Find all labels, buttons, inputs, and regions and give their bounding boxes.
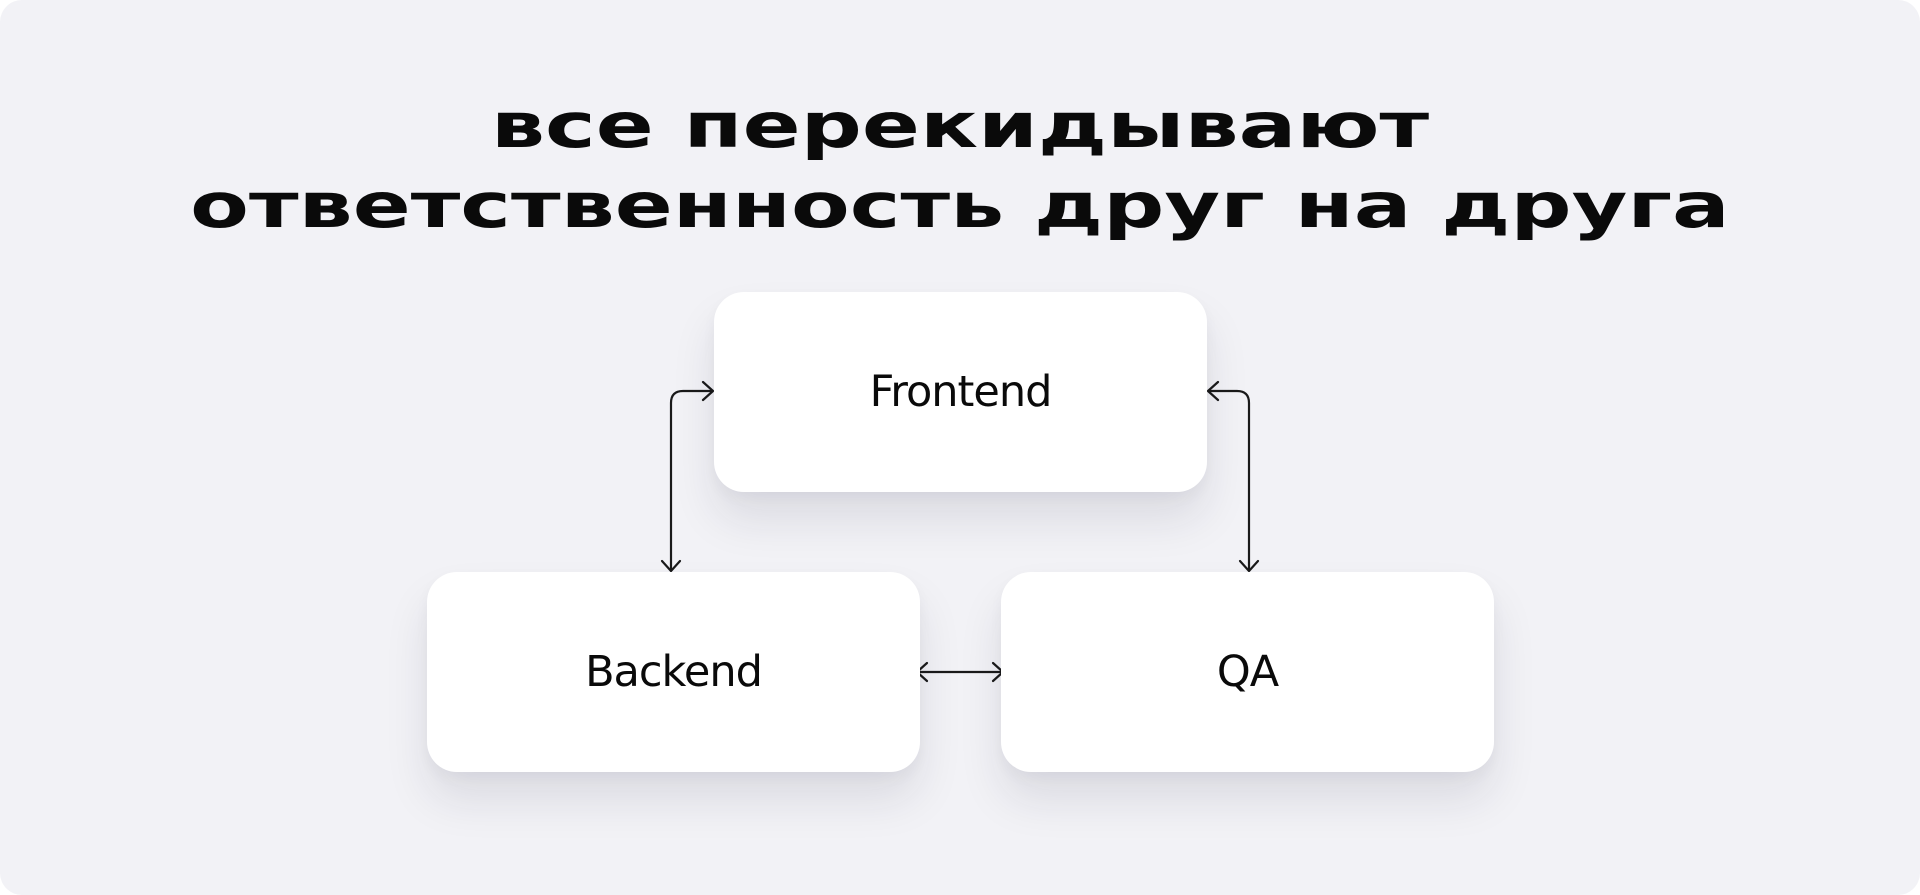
title-line-1: все перекидывают <box>490 89 1430 162</box>
connector-frontend-backend <box>669 389 714 572</box>
arrowhead-qa-top <box>1238 559 1260 573</box>
node-label-frontend: Frontend <box>869 367 1053 417</box>
connector-frontend-qa <box>1207 389 1251 572</box>
node-label-backend: Backend <box>585 647 763 697</box>
arrowhead-backend-top <box>660 559 682 573</box>
node-backend: Backend <box>427 572 920 772</box>
arrowhead-frontend-right <box>1206 380 1220 402</box>
arrowhead-frontend-left <box>701 380 715 402</box>
node-label-qa: QA <box>1216 647 1279 697</box>
diagram-title: все перекидывают ответственность друг на… <box>0 86 1920 246</box>
node-frontend: Frontend <box>714 292 1207 492</box>
node-qa: QA <box>1001 572 1494 772</box>
title-line-2: ответственность друг на друга <box>190 169 1730 242</box>
